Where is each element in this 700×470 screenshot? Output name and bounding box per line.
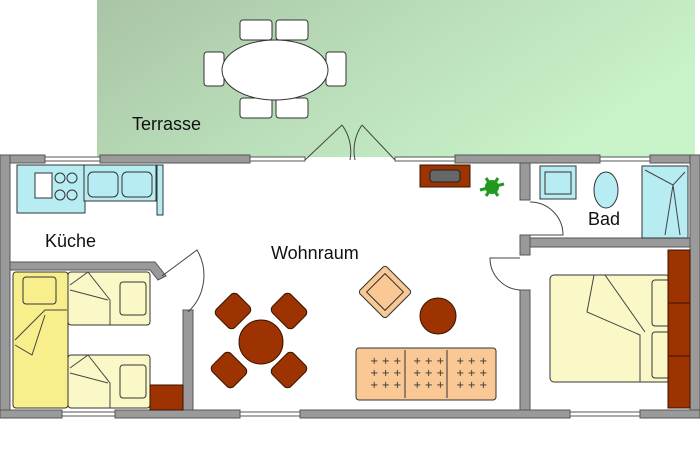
terrace-french-door[interactable] bbox=[304, 124, 396, 161]
svg-text:+ + +: + + + bbox=[413, 368, 445, 379]
bath-door[interactable] bbox=[529, 201, 564, 236]
kids-beds bbox=[12, 271, 184, 411]
room-label-kitchen: Küche bbox=[45, 231, 97, 251]
svg-text:+ + +: + + + bbox=[456, 380, 488, 391]
terrace-area bbox=[97, 0, 695, 157]
room-label-living: Wohnraum bbox=[271, 243, 359, 263]
tv-cabinet bbox=[419, 164, 471, 188]
windows bbox=[44, 156, 651, 417]
room-label-terrace: Terrasse bbox=[132, 114, 202, 134]
plant-icon bbox=[479, 177, 505, 197]
bedroom-door[interactable] bbox=[489, 257, 521, 291]
svg-text:+ + +: + + + bbox=[456, 356, 488, 367]
coffee-table bbox=[419, 297, 457, 335]
terrace-dining-set bbox=[203, 19, 347, 119]
svg-text:+ + +: + + + bbox=[413, 380, 445, 391]
walls bbox=[0, 154, 700, 419]
kids-room-door[interactable] bbox=[161, 249, 205, 313]
svg-text:+ + +: + + + bbox=[370, 368, 402, 379]
kitchen-counter bbox=[16, 164, 164, 216]
dining-set bbox=[210, 292, 308, 389]
double-bed bbox=[549, 249, 691, 409]
sofa: + + ++ + ++ + + + + ++ + ++ + + + + ++ +… bbox=[355, 347, 497, 401]
svg-text:+ + +: + + + bbox=[413, 356, 445, 367]
svg-text:+ + +: + + + bbox=[456, 368, 488, 379]
terrace-table bbox=[221, 39, 329, 101]
bath-fixtures bbox=[539, 165, 689, 239]
svg-text:+ + +: + + + bbox=[370, 356, 402, 367]
armchair bbox=[358, 265, 412, 319]
dining-table bbox=[238, 319, 284, 365]
svg-text:+ + +: + + + bbox=[370, 380, 402, 391]
room-label-bath: Bad bbox=[588, 209, 621, 229]
